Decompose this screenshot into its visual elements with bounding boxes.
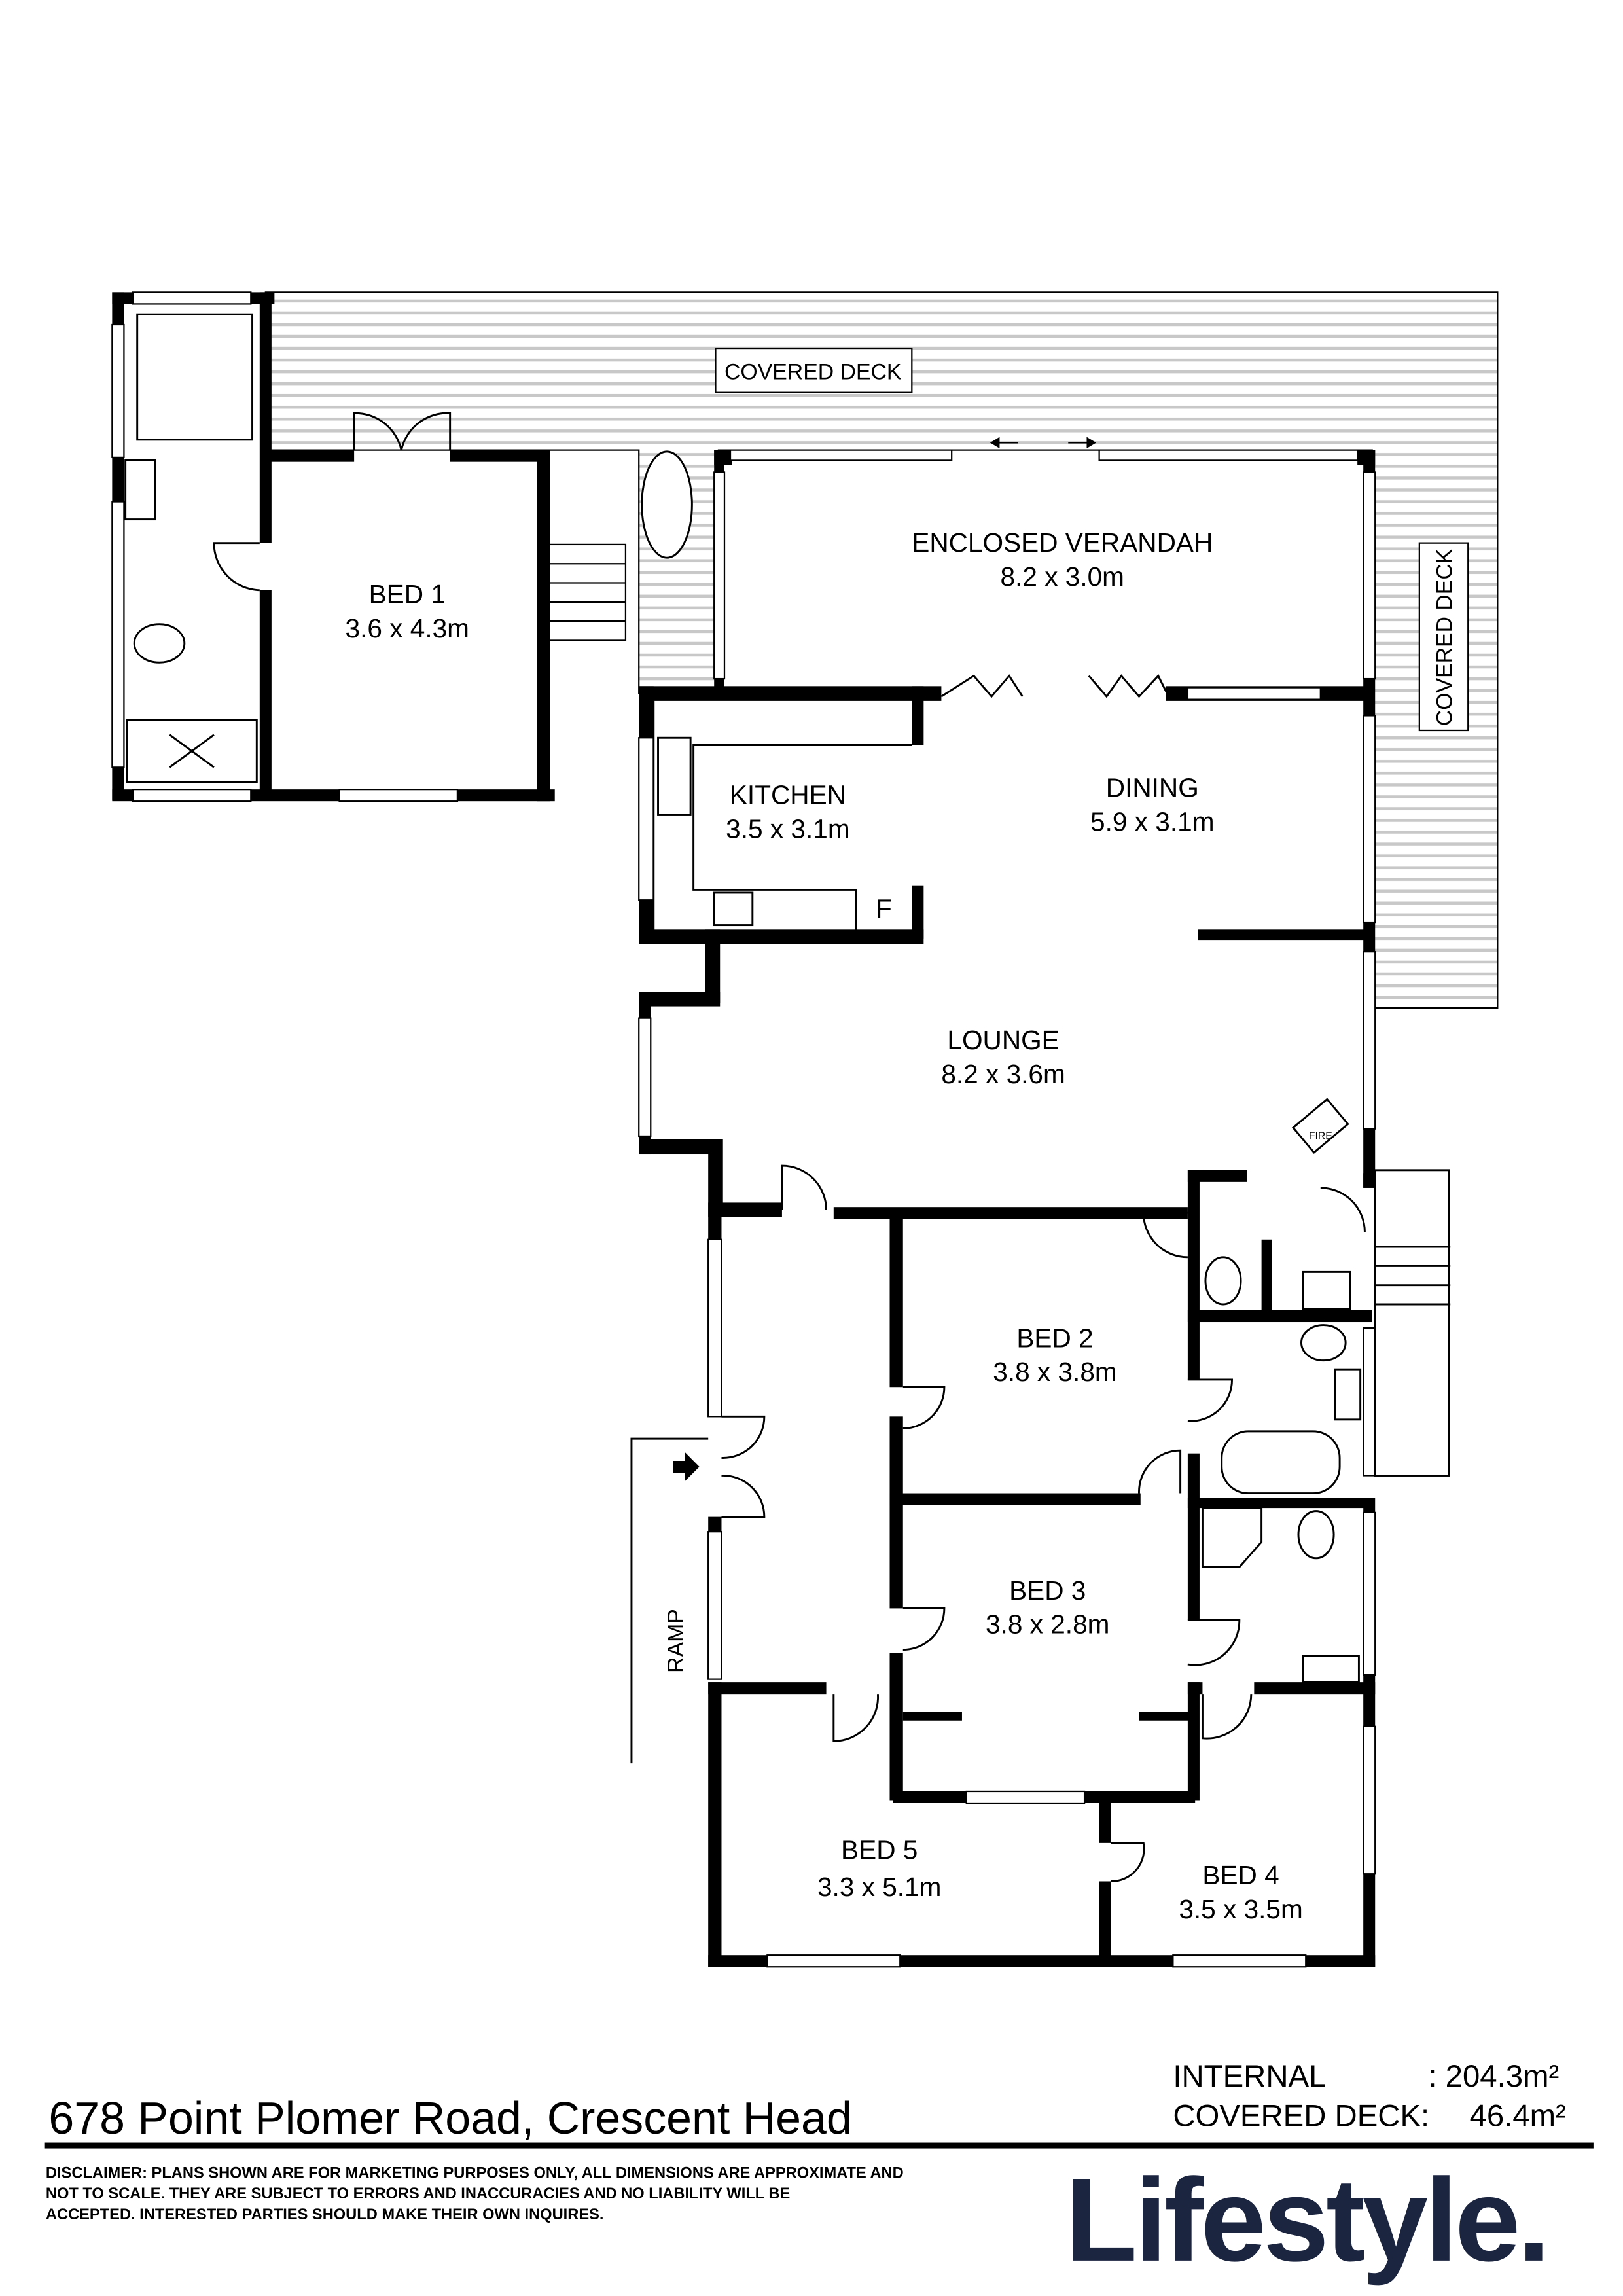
room-name-bed5: BED 5	[841, 1835, 918, 1865]
room-name-bed3: BED 3	[1009, 1575, 1086, 1605]
room-name-kitchen: KITCHEN	[730, 780, 846, 810]
room-size-bed5: 3.3 x 5.1m	[817, 1872, 941, 1902]
room-name-bed4: BED 4	[1202, 1860, 1279, 1890]
deck-top-label: COVERED DECK	[724, 359, 902, 384]
deck-area-value: 46.4m²	[1470, 2099, 1566, 2134]
deck-steps	[548, 543, 627, 641]
room-name-lounge: LOUNGE	[947, 1025, 1059, 1055]
room-name-bed2: BED 2	[1016, 1323, 1093, 1353]
room-size-bed3: 3.8 x 2.8m	[986, 1609, 1109, 1640]
room-size-bed1: 3.6 x 4.3m	[346, 613, 469, 643]
room-name-bed1: BED 1	[369, 579, 446, 609]
room-name-dining: DINING	[1106, 772, 1199, 802]
address: 678 Point Plomer Road, Crescent Head	[48, 2092, 851, 2144]
disclaimer-line-1: DISCLAIMER: PLANS SHOWN ARE FOR MARKETIN…	[46, 2165, 904, 2182]
labels: COVERED DECK COVERED DECK BED 1 3.6 x 4.…	[346, 359, 1457, 1924]
room-size-lounge: 8.2 x 3.6m	[941, 1059, 1065, 1089]
divider	[44, 2142, 1594, 2149]
outdoor-bath-icon	[641, 450, 693, 559]
room-size-verandah: 8.2 x 3.0m	[1001, 562, 1124, 592]
internal-value: : 204.3m²	[1428, 2059, 1559, 2094]
internal-label: INTERNAL	[1173, 2059, 1326, 2094]
room-size-bed2: 3.8 x 3.8m	[993, 1357, 1116, 1387]
room-size-kitchen: 3.5 x 3.1m	[726, 814, 849, 844]
fire-label: FIRE	[1309, 1130, 1332, 1141]
footer: 678 Point Plomer Road, Crescent Head INT…	[44, 2059, 1594, 2286]
room-size-dining: 5.9 x 3.1m	[1090, 806, 1214, 836]
disclaimer-line-3: ACCEPTED. INTERESTED PARTIES SHOULD MAKE…	[46, 2206, 604, 2223]
brand-logo: Lifestyle.	[1065, 2155, 1548, 2286]
fridge-label: F	[876, 893, 892, 924]
room-name-verandah: ENCLOSED VERANDAH	[912, 528, 1213, 558]
deck-area-label: COVERED DECK:	[1173, 2099, 1429, 2134]
room-size-bed4: 3.5 x 3.5m	[1179, 1894, 1302, 1924]
ramp-label: RAMP	[664, 1609, 688, 1673]
windows	[111, 291, 1376, 1968]
disclaimer-line-2: NOT TO SCALE. THEY ARE SUBJECT TO ERRORS…	[46, 2185, 790, 2202]
deck-side-label: COVERED DECK	[1432, 548, 1457, 726]
doors-fixtures	[124, 313, 1451, 1882]
